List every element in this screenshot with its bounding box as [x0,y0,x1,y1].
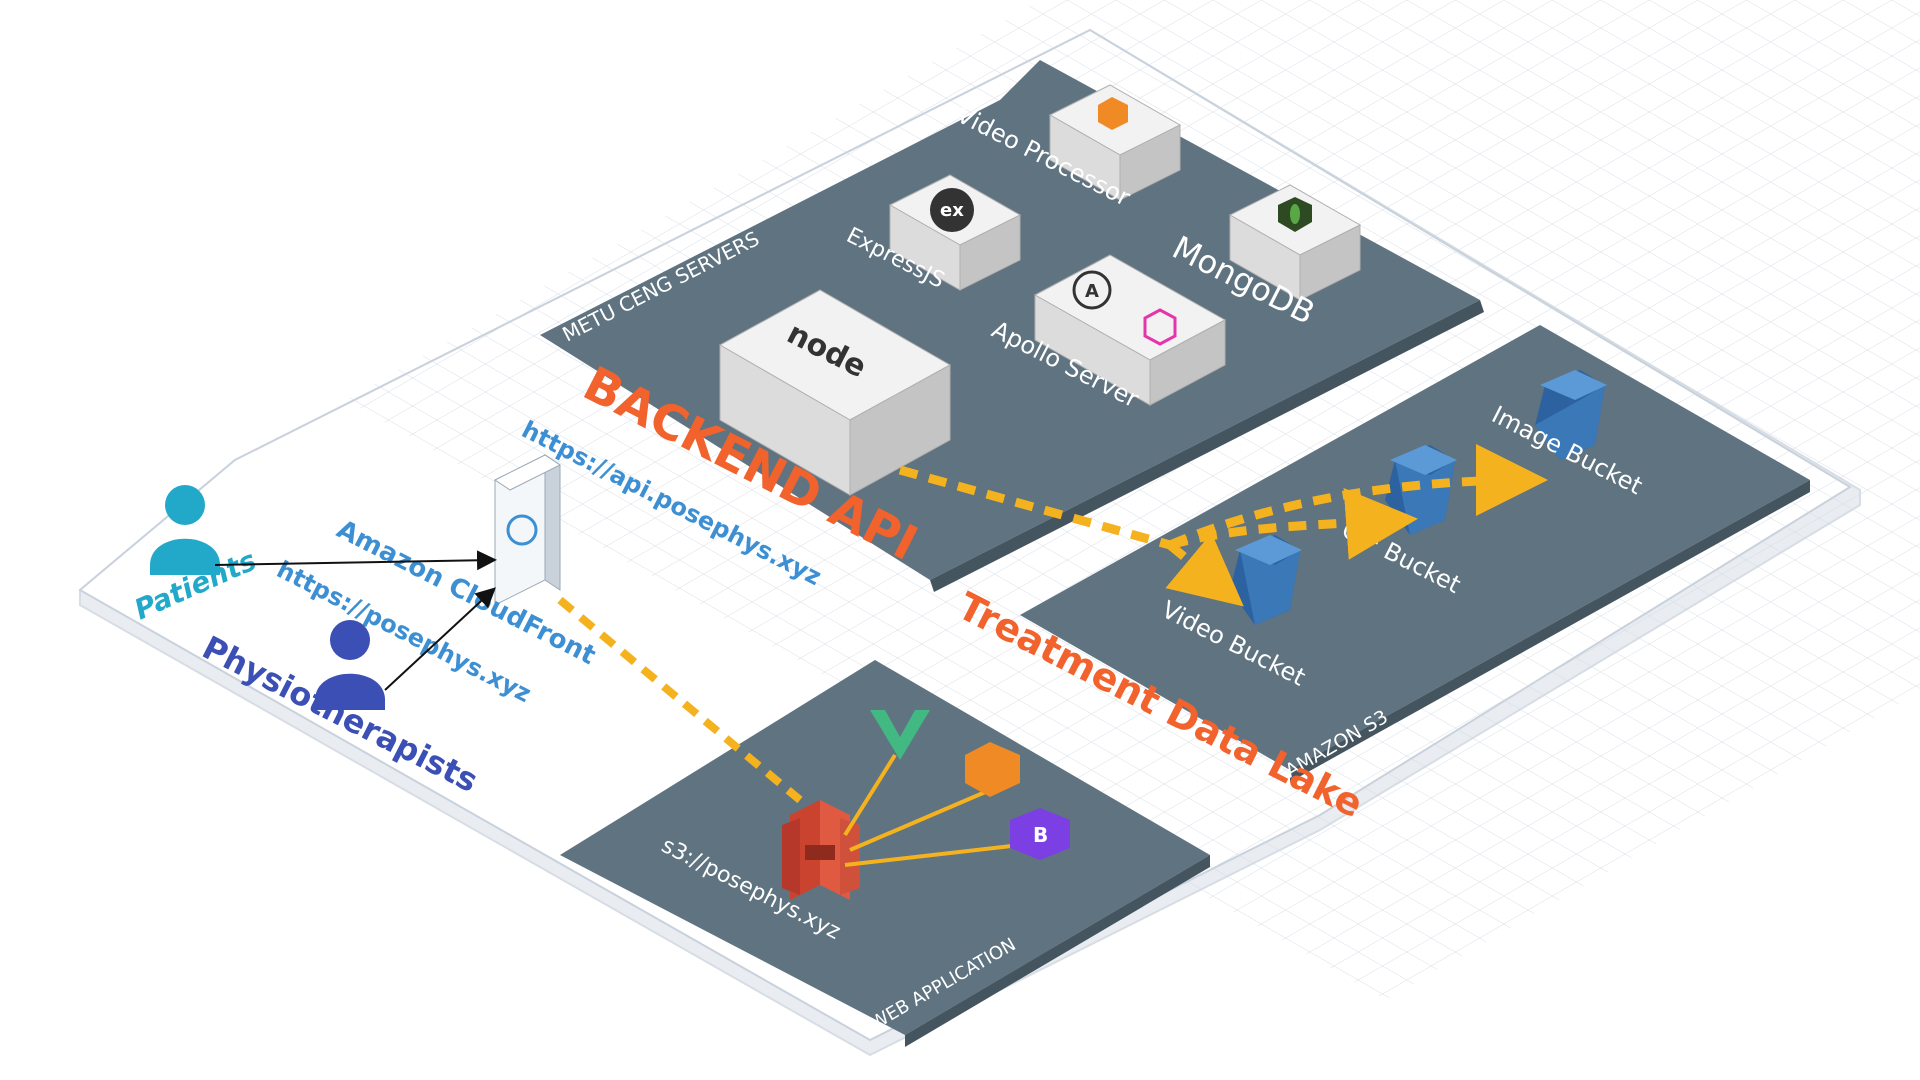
vue-icon [870,710,930,760]
apollo-icon [1072,270,1112,310]
zone-webapp: WEB APPLICATION [560,660,1210,1047]
webapp-links [843,753,1021,867]
graphql-icon [1143,308,1177,346]
physiotherapists-avatar [315,620,385,710]
express-logo: ex [940,200,964,221]
physio-to-cdn-arrow [384,587,496,691]
mongodb-server [1228,184,1362,301]
cloudfront-device [494,454,561,606]
video-processor-server [1048,84,1182,201]
data-flow-arrows [898,444,1548,607]
video-bucket [1230,535,1302,625]
patients-avatar [150,485,220,575]
node-server: node [718,289,952,496]
apollo-logo: A [1085,281,1099,302]
image-bucket [1535,370,1607,460]
firebase-web-icon [965,742,1020,797]
webapp-s3-bucket-icon [782,800,860,900]
firebase-icon [1098,97,1128,130]
bootstrap-icon: B [1010,808,1070,860]
patients-to-cdn-arrow [214,550,497,571]
globe-icon [506,514,538,546]
express-icon [930,188,974,232]
apollo-server: A [1033,254,1227,406]
bootstrap-logo: B [1033,823,1048,847]
expressjs-server: ex [888,174,1022,291]
